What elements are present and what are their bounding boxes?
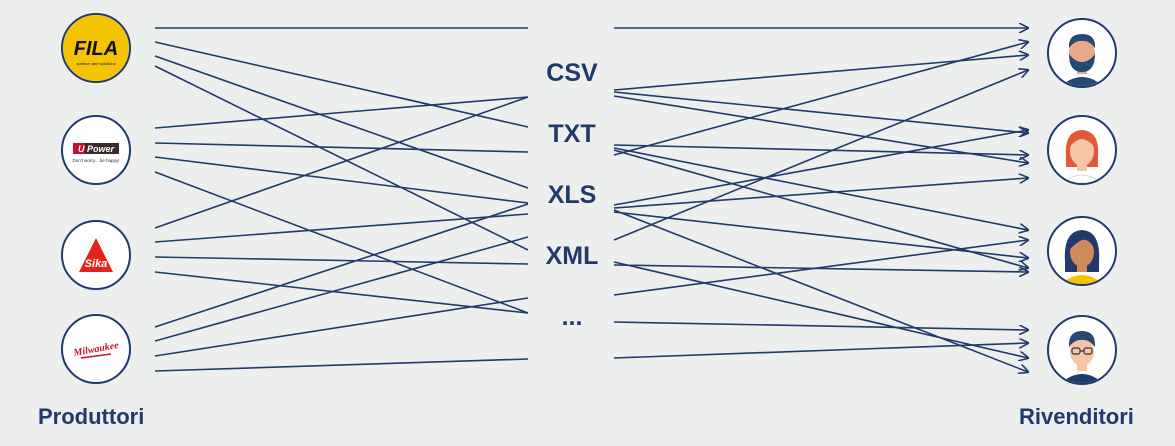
producers-label: Produttori [38,404,145,429]
producer-connection-line [154,41,529,128]
producer-connection-line [154,171,529,314]
reseller-connection-arrow [613,149,1028,268]
reseller-connection-arrow [613,178,1028,209]
producer-connection-line [154,256,529,265]
reseller-connection-arrow [613,211,1028,258]
reseller-connection-arrow [613,147,1028,230]
reseller-1 [1047,18,1117,88]
milwaukee-logo-icon: Milwaukee [72,340,120,359]
producer-milwaukee: Milwaukee [61,314,131,384]
resellers-label: Rivenditori [1019,404,1134,429]
reseller-connection-arrow [613,42,1028,156]
reseller-connection-arrow [613,240,1028,296]
producer-connection-line [154,142,529,153]
dark-hair-woman-avatar-icon [1061,230,1103,284]
reseller-2 [1047,115,1117,185]
reseller-connection-arrow [613,264,1028,272]
upower-logo-icon: U Power Don't worry... be happy! [72,143,120,163]
format-csv: CSV [546,59,598,87]
producer-connection-line [154,96,529,229]
man-glasses-avatar-icon [1061,331,1103,383]
sika-logo-icon: Sika [79,238,113,272]
reseller-connection-arrow [613,91,1028,133]
bearded-man-avatar-icon [1061,34,1103,86]
reseller-connection-arrow [613,261,1028,358]
fila-logo-text: FILA [74,38,118,60]
fila-logo-icon: FILA surface care solutions [63,15,129,81]
producer-sika: Sika [61,220,131,290]
reseller-4 [1047,315,1117,385]
upower-logo-text: U Power [78,144,115,154]
producer-connection-lines [154,27,529,372]
reseller-connection-arrow [613,130,1028,206]
producer-connection-line [154,358,529,372]
fila-tagline: surface care solutions [77,61,116,66]
producer-upower: U Power Don't worry... be happy! [61,115,131,185]
reseller-3 [1047,216,1117,286]
producer-connection-line [154,271,529,314]
producer-connection-line [154,213,529,243]
producer-connection-line [154,55,529,189]
producer-connection-line [154,96,529,129]
producer-connection-line [154,203,529,328]
producer-fila: FILA surface care solutions [61,13,131,83]
producer-connection-line [154,297,529,357]
reseller-connection-arrow [613,95,1028,163]
format-txt: TXT [548,120,596,148]
reseller-connection-arrow [613,144,1028,155]
upower-tagline: Don't worry... be happy! [72,158,119,163]
producer-connection-line [154,236,529,342]
sika-logo-text: Sika [85,258,108,270]
reseller-connection-arrow [613,55,1028,91]
format-xls: XLS [547,181,597,209]
reseller-connection-arrow [613,343,1028,359]
format-other: ... [561,303,583,331]
format-xml: XML [545,242,599,270]
reseller-connection-lines [613,28,1028,372]
reseller-connection-arrow [613,321,1028,330]
reseller-connection-arrow [613,70,1028,241]
woman-avatar-icon [1062,130,1102,183]
producer-connection-line [154,156,529,204]
